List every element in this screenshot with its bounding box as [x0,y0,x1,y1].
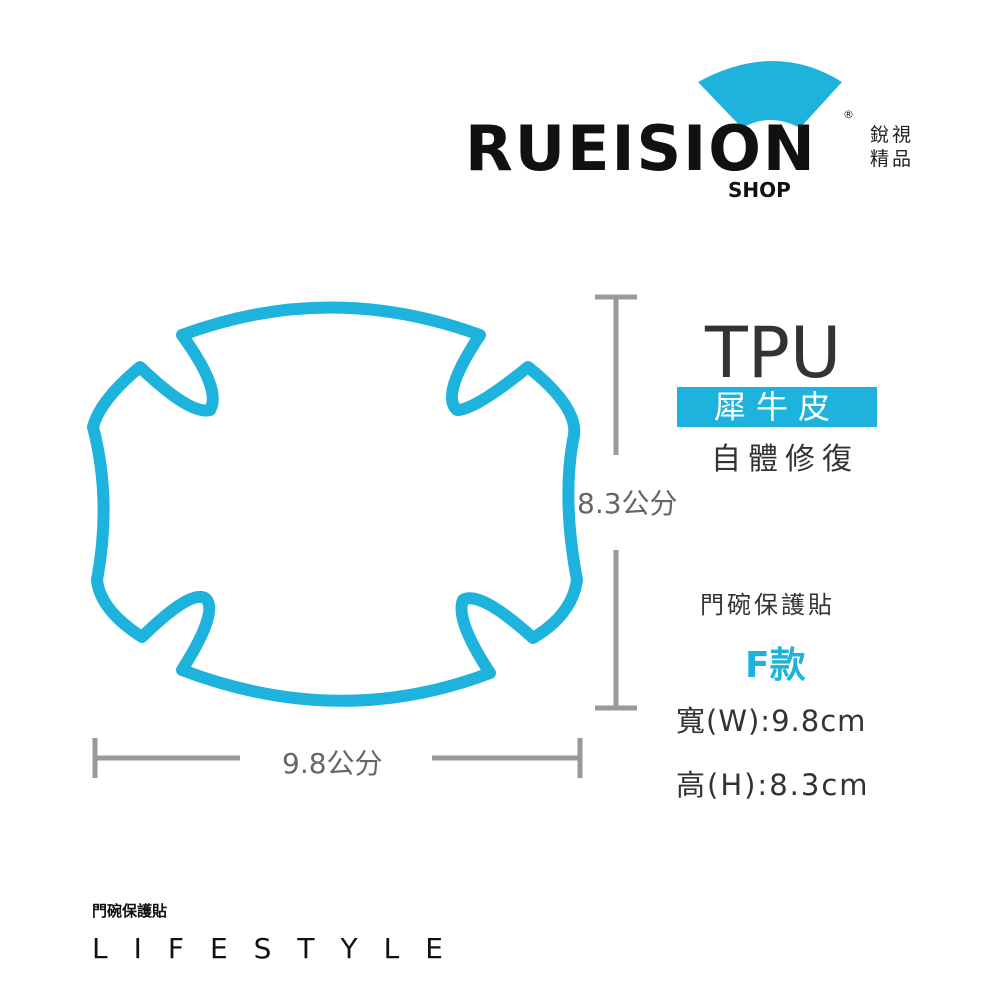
footer-tagline: LIFESTYLE [92,932,469,965]
height-dimension-label: 8.3公分 [577,482,678,522]
logo-shop: SHOP [728,178,791,202]
product-height: 高(H):8.3cm [676,768,870,802]
footer-category: 門碗保護貼 [92,902,168,920]
logo-brand: RUEISION [465,112,817,185]
product-width: 寬(W):9.8cm [676,704,867,738]
material-subtitle: 自體修復 [711,442,859,477]
registered-mark: ® [843,108,854,121]
product-model: F款 [745,645,806,686]
logo-fan-icon [698,61,842,128]
product-name: 門碗保護貼 [700,591,835,619]
logo-chinese: 銳視精品 [870,124,915,170]
width-dimension-label: 9.8公分 [282,747,383,780]
material-title: TPU [705,312,842,394]
door-handle-film-outline [87,301,583,707]
width-dimension-line [92,738,583,778]
material-badge: 犀牛皮 [677,387,877,427]
height-dimension-line [595,294,637,711]
